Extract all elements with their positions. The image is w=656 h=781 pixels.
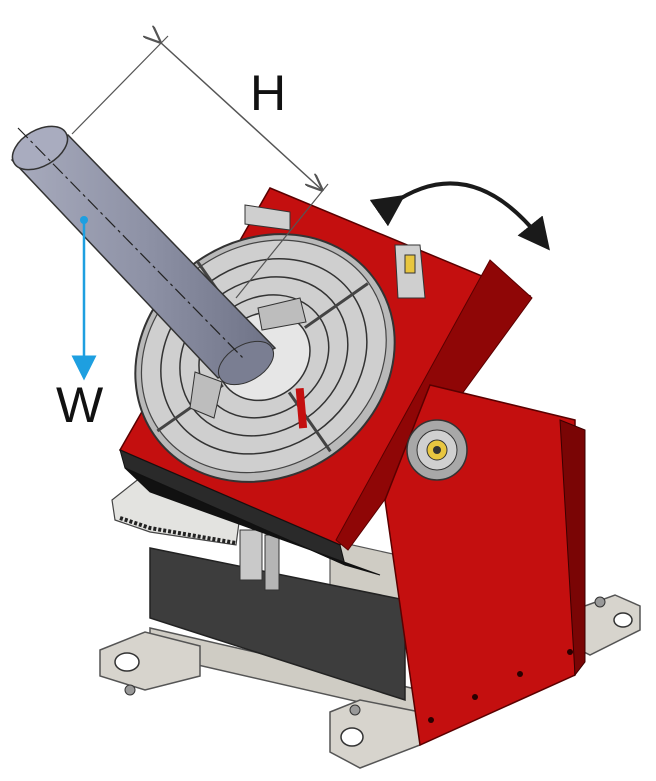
- rotation-double-arrow-icon: [369, 181, 550, 251]
- label-w: W: [56, 377, 104, 433]
- dimension-line: [160, 42, 322, 190]
- base-frame: [99, 529, 641, 769]
- extension-line: [235, 183, 329, 299]
- base-plate: [149, 547, 406, 702]
- mounting-hole: [340, 727, 364, 747]
- mounting-hole: [114, 652, 140, 672]
- center-axis: [17, 127, 246, 361]
- side-upright: [384, 384, 586, 747]
- workpiece-cylinder: [10, 125, 307, 419]
- height-dimension: [71, 35, 329, 299]
- mounting-hole: [613, 612, 633, 628]
- label-h: H: [250, 65, 286, 121]
- extension-line: [71, 35, 169, 135]
